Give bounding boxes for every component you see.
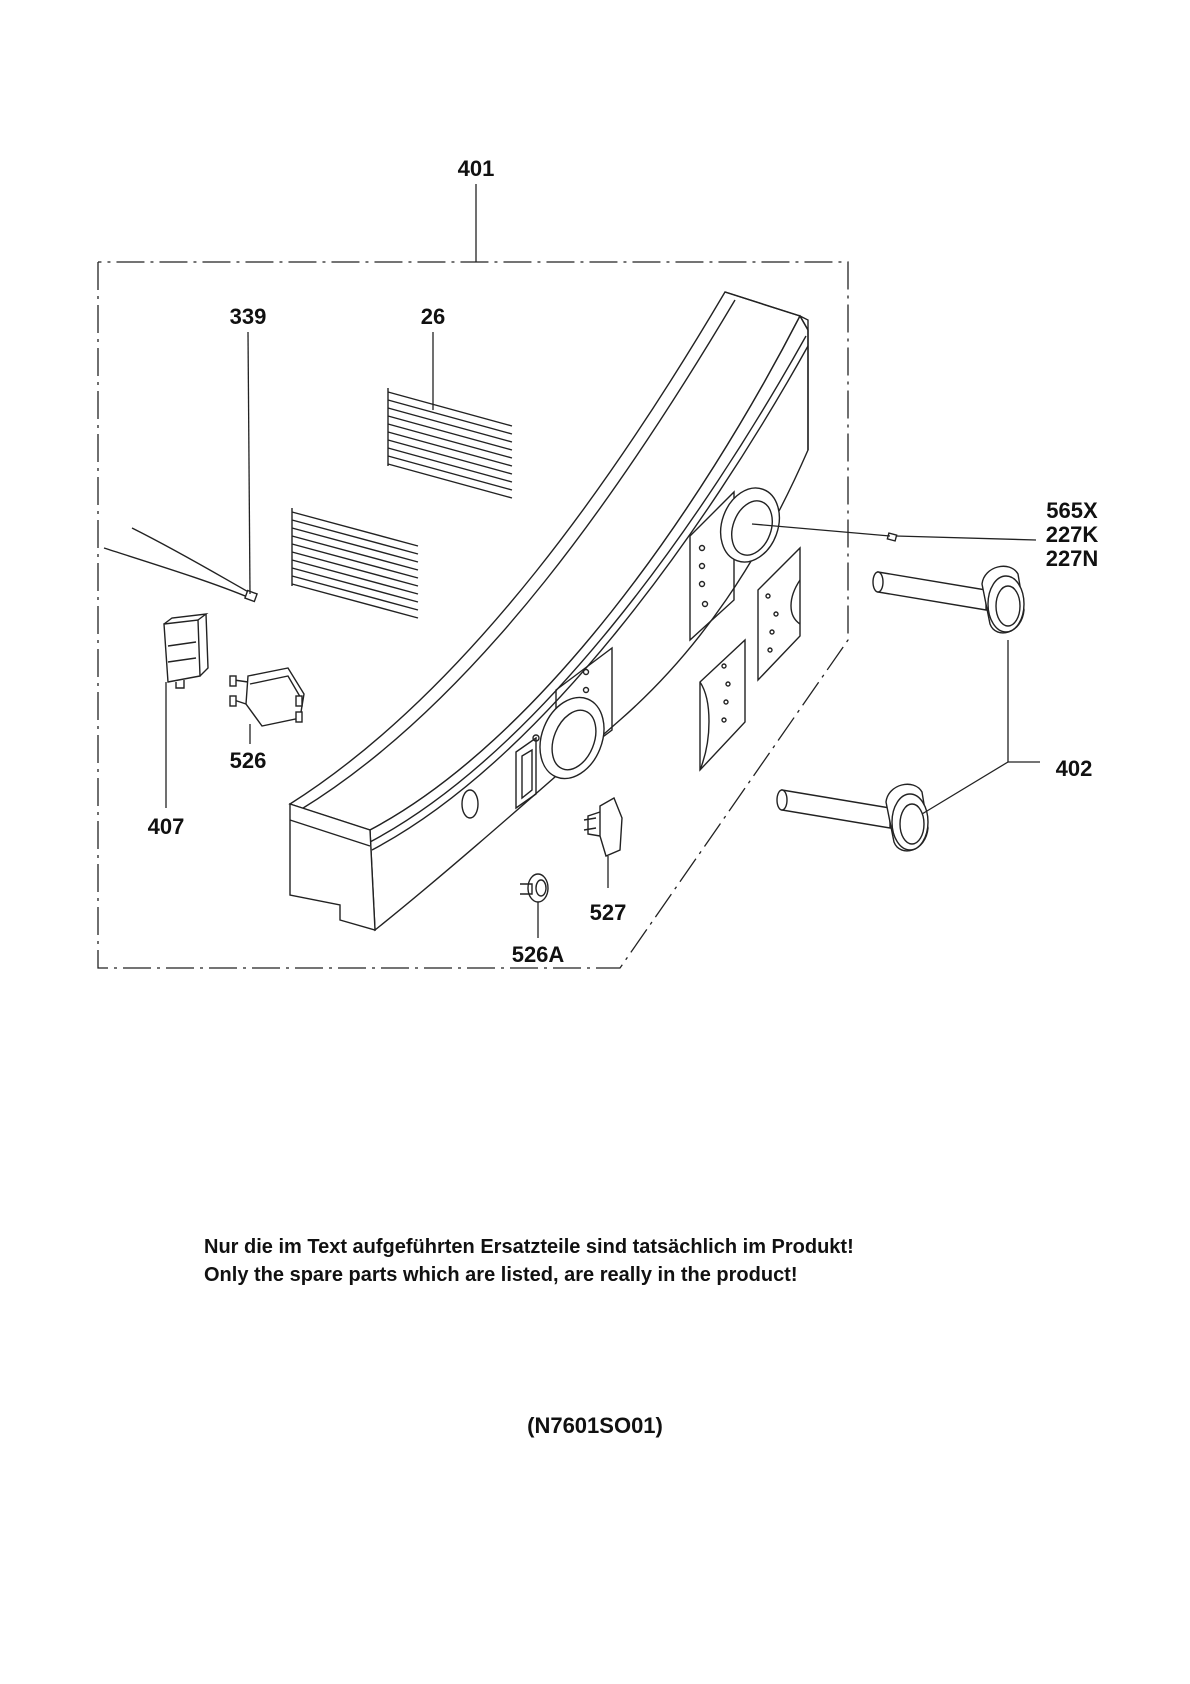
part-label-401: 401: [458, 156, 495, 181]
part-label-565x: 565X: [1046, 498, 1098, 523]
part-label-527: 527: [590, 900, 627, 925]
light-rods-drawing: [291, 388, 513, 619]
note-english: Only the spare parts which are listed, a…: [204, 1264, 798, 1286]
part-labels: 401 339 26 565X 227K 227N 402 526 407 52…: [148, 156, 1099, 967]
leader-lines: [165, 331, 1040, 938]
part-label-26: 26: [421, 304, 445, 329]
screw-565x-drawing: [886, 532, 898, 542]
part-label-227k: 227K: [1046, 522, 1099, 547]
note-german: Nur die im Text aufgeführten Ersatzteile…: [204, 1236, 854, 1258]
switch-bracket-drawing: [163, 613, 209, 689]
part-label-526: 526: [230, 748, 267, 773]
part-label-227n: 227N: [1046, 546, 1099, 571]
lamp-wire-drawing: [103, 527, 258, 603]
rocker-527-drawing: [583, 796, 623, 857]
switch-526-drawing: [229, 667, 305, 727]
knob-526a-drawing: [520, 873, 549, 903]
part-label-407: 407: [148, 814, 185, 839]
part-label-526a: 526A: [512, 942, 565, 967]
control-panel-drawing: [288, 291, 809, 932]
part-label-339: 339: [230, 304, 267, 329]
document-code: (N7601SO01): [527, 1413, 663, 1438]
part-label-402: 402: [1056, 756, 1093, 781]
knobs-402-drawing: [776, 565, 1025, 852]
assembly-boundary: [97, 261, 849, 969]
